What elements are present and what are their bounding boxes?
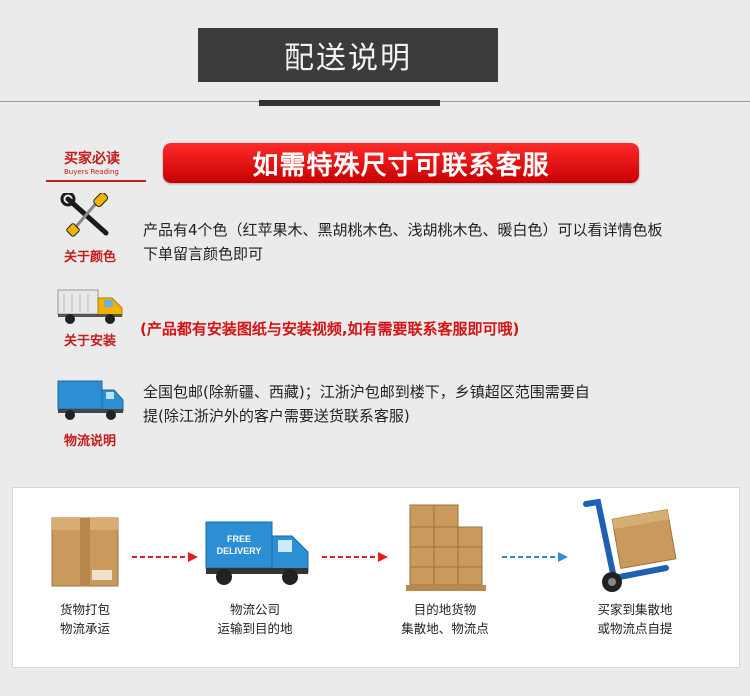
- color-description: 产品有4个色（红苹果木、黑胡桃木色、浅胡桃木色、暖白色）可以看详情色板 下单留言…: [143, 218, 743, 266]
- badge-underline: [46, 180, 146, 182]
- flow-step-1-line1: 货物打包: [59, 602, 110, 617]
- logistics-description: 全国包邮(除新疆、西藏)；江浙沪包邮到楼下，乡镇超区范围需要自 提(除江浙沪外的…: [143, 380, 743, 428]
- flow-step-3-caption: 目的地货物 集散地、物流点: [390, 600, 500, 638]
- buyers-reading-badge: 买家必读 Buyers Reading: [46, 146, 146, 184]
- hand-truck-icon: [580, 498, 690, 594]
- flow-arrow-3: [502, 548, 568, 562]
- section-label-color: 关于颜色: [64, 250, 117, 265]
- flow-step-4-line2: 或物流点自提: [597, 621, 673, 636]
- flow-arrow-1: [132, 548, 198, 562]
- tools-icon: [58, 191, 120, 241]
- flow-step-1-caption: 货物打包 物流承运: [30, 600, 140, 638]
- flow-step-4-caption: 买家到集散地 或物流点自提: [580, 600, 690, 638]
- pallet-boxes-icon: [404, 503, 490, 593]
- color-line-2: 下单留言颜色即可: [143, 245, 264, 263]
- section-label-install: 关于安装: [64, 334, 117, 349]
- flow-step-2-caption: 物流公司 运输到目的地: [200, 600, 310, 638]
- flow-step-3-line2: 集散地、物流点: [401, 621, 489, 636]
- page-title: 配送说明: [198, 28, 498, 82]
- delivery-truck-icon: FREE DELIVERY: [204, 518, 312, 588]
- flow-step-2-line2: 运输到目的地: [217, 621, 293, 636]
- logistics-line-2: 提(除江浙沪外的客户需要送货联系客服): [143, 407, 410, 425]
- cardboard-box-icon: [50, 514, 120, 588]
- section-label-logistics: 物流说明: [64, 434, 117, 449]
- install-description: (产品都有安装图纸与安装视频,如有需要联系客服即可哦): [140, 320, 520, 338]
- buyers-reading-cn: 买家必读: [64, 151, 120, 167]
- truck-label-free: FREE: [227, 534, 251, 544]
- flow-step-2-line1: 物流公司: [229, 602, 280, 617]
- color-line-1: 产品有4个色（红苹果木、黑胡桃木色、浅胡桃木色、暖白色）可以看详情色板: [143, 221, 663, 239]
- logistics-line-1: 全国包邮(除新疆、西藏)；江浙沪包邮到楼下，乡镇超区范围需要自: [143, 383, 590, 401]
- custom-size-banner: 如需特殊尺寸可联系客服: [163, 143, 639, 183]
- flow-step-4-line1: 买家到集散地: [597, 602, 673, 617]
- delivery-truck-icon: [56, 378, 126, 422]
- flow-step-3-line1: 目的地货物: [413, 602, 477, 617]
- divider-accent: [259, 100, 440, 106]
- truck-label-delivery: DELIVERY: [217, 546, 262, 556]
- buyers-reading-en: Buyers Reading: [64, 168, 119, 176]
- flow-arrow-2: [322, 548, 388, 562]
- truck-icon: [56, 286, 126, 326]
- flow-step-1-line2: 物流承运: [59, 621, 110, 636]
